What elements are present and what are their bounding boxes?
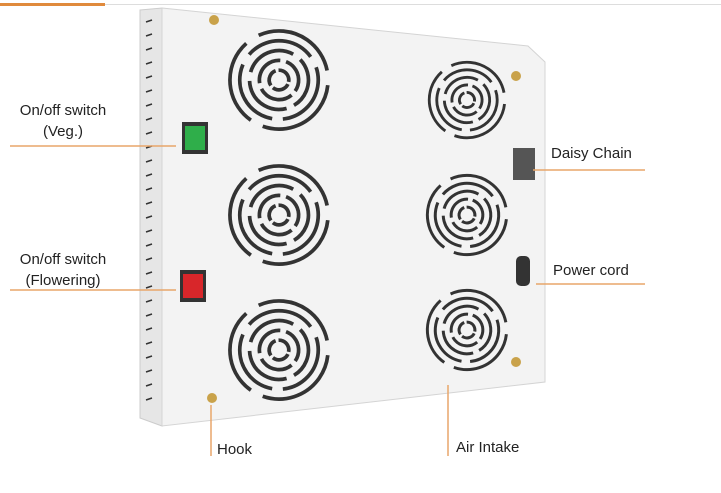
- vent-slot: [145, 229, 153, 233]
- vent-slot: [145, 33, 153, 37]
- vent-slot: [145, 131, 153, 135]
- vent-slot: [145, 285, 153, 289]
- vent-slot: [145, 19, 153, 23]
- vent-slot: [145, 103, 153, 107]
- power-socket-icon: [516, 256, 530, 286]
- vent-slot: [145, 215, 153, 219]
- vent-slot: [145, 299, 153, 303]
- vent-slot: [145, 201, 153, 205]
- vent-slot: [145, 313, 153, 317]
- label-line: On/off switch: [19, 251, 107, 268]
- vent-slot: [145, 369, 153, 373]
- vent-slot: [145, 327, 153, 331]
- divider: [105, 4, 721, 5]
- vent-slot: [145, 341, 153, 345]
- vent-slot: [145, 117, 153, 121]
- hook-icon: [511, 71, 521, 81]
- daisy-chain-port-icon: [513, 148, 535, 180]
- fan-grille-icon: [228, 29, 330, 131]
- fan-grille-icon: [228, 299, 330, 401]
- label-line: On/off switch: [19, 102, 107, 119]
- hook-icon: [511, 357, 521, 367]
- accent-bar: [0, 3, 105, 6]
- hook-icon: [207, 393, 217, 403]
- hook-label: Hook: [217, 441, 253, 458]
- vent-slot: [145, 89, 153, 93]
- label-line: (Veg.): [42, 123, 84, 140]
- vent-slot: [145, 257, 153, 261]
- fan-grille-icon: [427, 60, 507, 140]
- vent-slot: [145, 243, 153, 247]
- vent-slot: [145, 355, 153, 359]
- label-line: (Flowering): [25, 272, 101, 289]
- vent-slot: [145, 173, 153, 177]
- daisy-chain-label: Daisy Chain: [551, 145, 632, 162]
- veg-switch-label: On/off switch (Veg.): [8, 100, 118, 142]
- vent-slot: [145, 159, 153, 163]
- vent-slot: [145, 397, 153, 401]
- vent-slot: [145, 61, 153, 65]
- power-cord-label: Power cord: [553, 262, 629, 279]
- air-intake-label: Air Intake: [456, 439, 520, 456]
- vent-slot: [145, 187, 153, 191]
- vent-slot: [145, 75, 153, 79]
- hook-icon: [209, 15, 219, 25]
- leader-lines: [10, 145, 645, 456]
- flower-switch-label: On/off switch (Flowering): [8, 249, 118, 291]
- vent-slot: [145, 47, 153, 51]
- side-vents: [145, 19, 153, 401]
- vent-slot: [145, 271, 153, 275]
- vent-slot: [145, 383, 153, 387]
